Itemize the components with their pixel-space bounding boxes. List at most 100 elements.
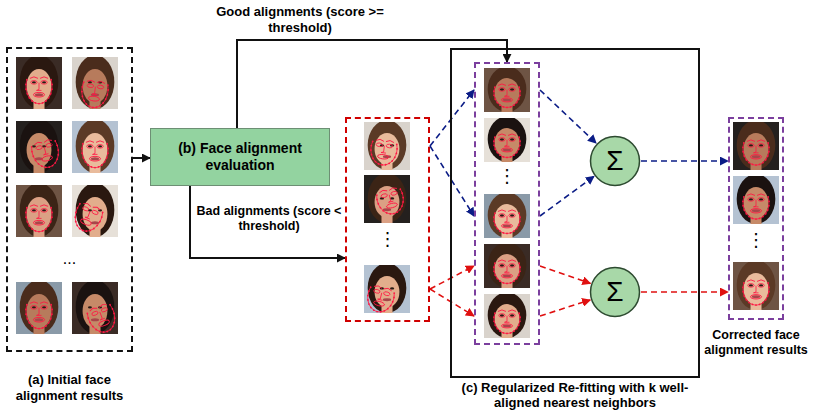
landmark-point xyxy=(104,161,106,163)
landmark-point xyxy=(519,94,521,96)
landmark-point xyxy=(494,136,496,138)
landmark-point xyxy=(31,100,33,102)
landmark-point xyxy=(98,166,100,168)
flow-arrow xyxy=(237,40,507,128)
landmark-point xyxy=(742,205,744,207)
landmark-point xyxy=(107,147,109,149)
landmark-nose xyxy=(505,90,510,97)
landmark-point xyxy=(38,328,40,330)
face-skin xyxy=(375,276,400,308)
eye xyxy=(749,198,753,200)
dashed-arrow xyxy=(641,291,728,293)
landmark-point xyxy=(114,317,116,319)
landmark-contour xyxy=(26,305,52,329)
landmark-point xyxy=(496,152,498,154)
landmark-point xyxy=(51,83,53,85)
landmark-point xyxy=(89,229,91,231)
landmark-point xyxy=(82,157,84,159)
landmark-brow xyxy=(379,189,387,192)
landmark-point xyxy=(85,103,87,105)
landmark-point xyxy=(75,211,77,213)
dashed-arrow xyxy=(430,90,474,146)
landmark-point xyxy=(370,149,372,151)
ellipsis: ⋮ xyxy=(476,166,538,188)
landmark-point xyxy=(81,91,83,93)
landmark-brow xyxy=(376,139,384,141)
landmark-point xyxy=(518,312,520,314)
landmark-point xyxy=(748,216,750,218)
landmark-point xyxy=(50,207,52,209)
landmark-point xyxy=(382,210,384,212)
eye xyxy=(32,81,36,83)
landmark-point xyxy=(513,230,515,232)
landmark-point xyxy=(759,164,761,166)
landmark-contour xyxy=(494,313,520,333)
landmark-mouth xyxy=(750,209,761,213)
landmark-mouth xyxy=(750,295,761,299)
evaluation-box: (b) Face alignment evaluation xyxy=(150,128,330,186)
landmark-brow xyxy=(498,210,506,212)
landmark-point xyxy=(768,200,770,202)
eye xyxy=(390,287,394,289)
landmark-eye xyxy=(36,145,43,150)
landmark-eye xyxy=(509,264,515,268)
landmark-point xyxy=(513,330,515,332)
dashed-arrow xyxy=(540,90,596,143)
landmark-point xyxy=(510,156,512,158)
landmark-point xyxy=(743,209,745,211)
landmark-mouth xyxy=(41,155,53,162)
hair xyxy=(488,68,527,112)
landmark-point xyxy=(518,86,520,88)
landmark-eye xyxy=(82,206,89,212)
landmark-eye xyxy=(31,306,37,310)
face-photo xyxy=(484,68,530,112)
eye xyxy=(510,214,514,216)
dashed-arrow xyxy=(540,266,590,283)
landmark-point xyxy=(112,325,114,327)
landmark-point xyxy=(393,212,395,214)
input-faces-box: ...(a) Initial face alignment results xyxy=(6,47,133,352)
landmark-point xyxy=(86,312,88,314)
face-skin xyxy=(744,187,769,219)
landmark-point xyxy=(493,216,495,218)
landmark-contour xyxy=(494,87,520,107)
ellipsis: ⋮ xyxy=(347,229,428,251)
landmark-brow xyxy=(757,194,765,196)
landmark-point xyxy=(519,140,521,142)
landmark-point xyxy=(494,148,496,150)
landmark-brow xyxy=(44,139,52,142)
landmark-point xyxy=(106,330,108,332)
landmark-point xyxy=(57,154,59,156)
eye xyxy=(500,214,504,216)
hair xyxy=(20,185,59,237)
landmark-mouth xyxy=(501,148,512,152)
landmark-eye xyxy=(381,193,388,198)
face-photo xyxy=(484,194,530,238)
landmark-brow xyxy=(34,141,42,144)
landmark-brow xyxy=(498,84,506,86)
landmark-point xyxy=(95,328,97,330)
landmark-brow xyxy=(508,84,516,86)
landmark-point xyxy=(376,194,378,196)
landmark-point xyxy=(28,322,30,324)
landmark-eye xyxy=(748,144,754,148)
landmark-eye xyxy=(101,307,108,313)
landmark-brow xyxy=(97,81,105,83)
hair xyxy=(488,294,527,338)
landmark-point xyxy=(506,333,508,335)
landmark-brow xyxy=(498,134,506,136)
landmark-point xyxy=(493,316,495,318)
landmark-mouth xyxy=(501,224,512,228)
sum-circle: Σ xyxy=(589,266,641,318)
landmark-point xyxy=(35,102,37,104)
eye xyxy=(32,306,36,308)
landmark-point xyxy=(379,207,381,209)
face-skin xyxy=(27,294,52,328)
flow-arrow xyxy=(190,186,345,258)
landmark-eye xyxy=(391,191,398,196)
face-skin xyxy=(495,204,520,233)
dashed-arrow xyxy=(540,300,590,316)
landmark-point xyxy=(401,192,403,194)
landmark-point xyxy=(51,88,53,90)
